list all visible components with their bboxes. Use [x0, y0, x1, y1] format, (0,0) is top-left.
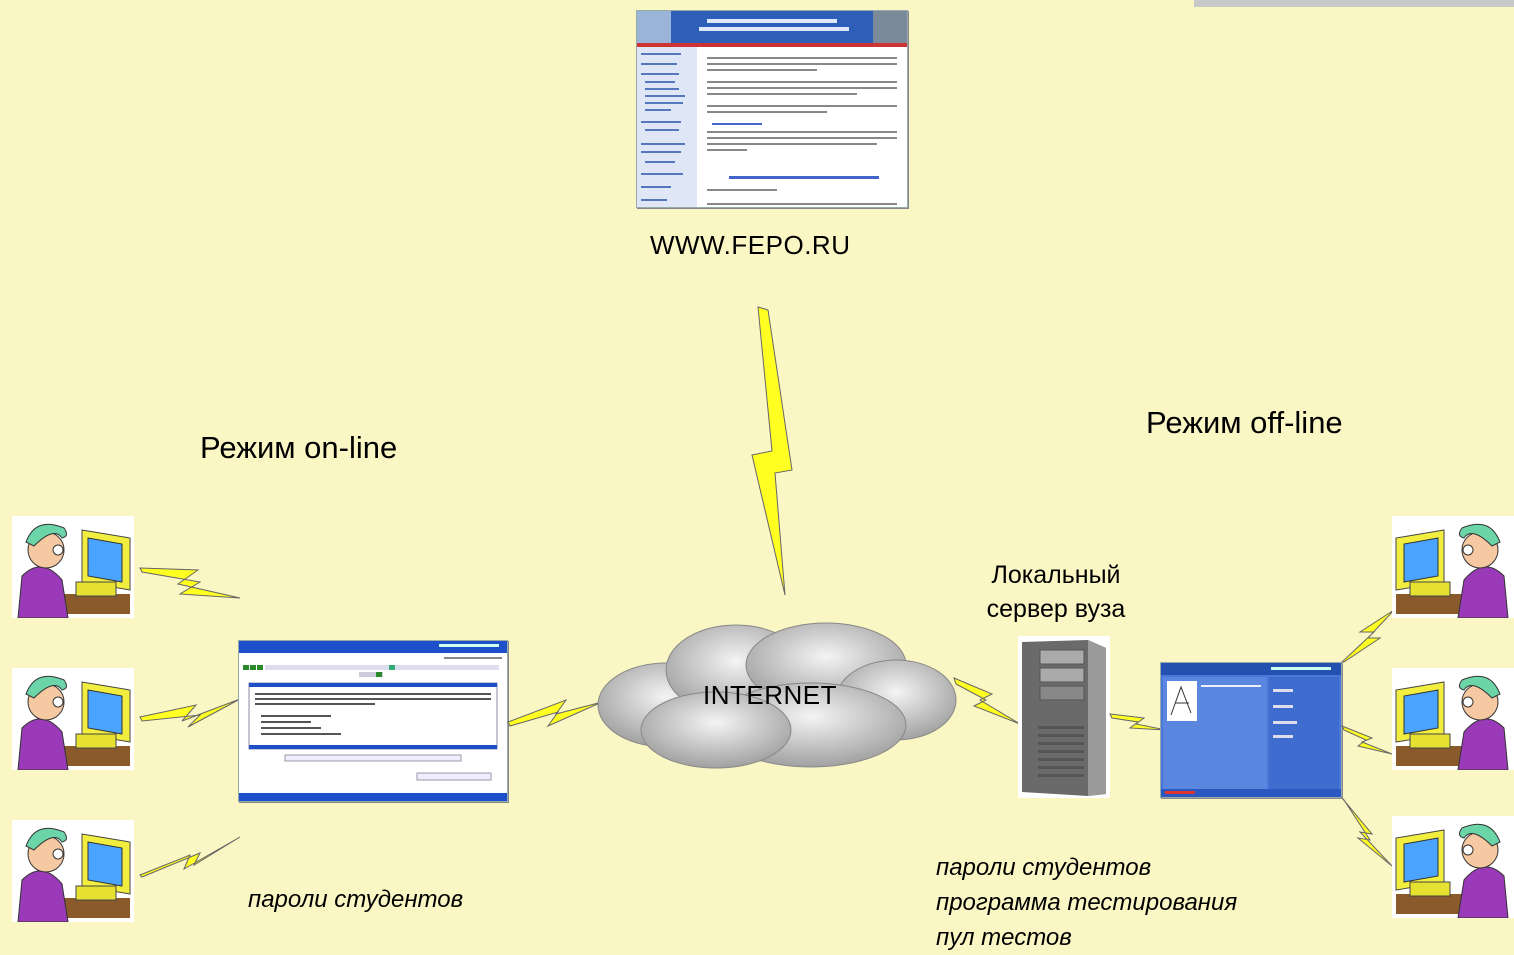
- server-caption: Локальный сервер вуза: [966, 558, 1146, 626]
- lightning-bolt-icon: [139, 567, 241, 599]
- lightning-bolt-icon: [751, 306, 793, 596]
- cloud-label: INTERNET: [703, 680, 837, 710]
- offline-notes: пароли студентов программа тестирования …: [936, 850, 1237, 955]
- cloud-icon: [597, 622, 957, 769]
- website-url: WWW.FEPO.RU: [650, 230, 851, 260]
- lightning-bolt-icon: [1340, 609, 1395, 663]
- offline-note-1: пароли студентов: [936, 854, 1152, 881]
- offline-note-2: программа тестирования: [936, 889, 1238, 916]
- offline-note-3: пул тестов: [936, 924, 1072, 951]
- lightning-bolt-icon: [1340, 725, 1393, 755]
- lightning-bolt-icon: [139, 698, 241, 728]
- online-mode-title: Режим on-line: [200, 430, 398, 465]
- student-icon-left-1: [12, 516, 134, 618]
- student-icon-left-2: [12, 668, 134, 770]
- server-tower-icon: [1018, 636, 1110, 798]
- lightning-bolt-icon: [507, 698, 603, 728]
- student-icon-right-2: [1392, 668, 1514, 770]
- offline-program-screenshot: [1160, 662, 1342, 798]
- student-icon-left-3: [12, 820, 134, 922]
- lightning-bolt-icon: [1109, 713, 1167, 731]
- online-note: пароли студентов: [248, 886, 464, 913]
- corner-bar: [1194, 0, 1514, 7]
- lightning-bolt-icon: [953, 677, 1021, 725]
- lightning-bolt-icon: [139, 836, 241, 878]
- fepo-website-screenshot: [636, 10, 908, 208]
- offline-mode-title: Режим off-line: [1146, 405, 1343, 440]
- student-icon-right-1: [1392, 516, 1514, 618]
- server-caption-line2: сервер вуза: [986, 595, 1126, 623]
- online-test-screenshot: [238, 640, 508, 802]
- student-icon-right-3: [1392, 816, 1514, 918]
- server-caption-line1: Локальный: [991, 561, 1121, 589]
- lightning-bolt-icon: [1341, 797, 1393, 867]
